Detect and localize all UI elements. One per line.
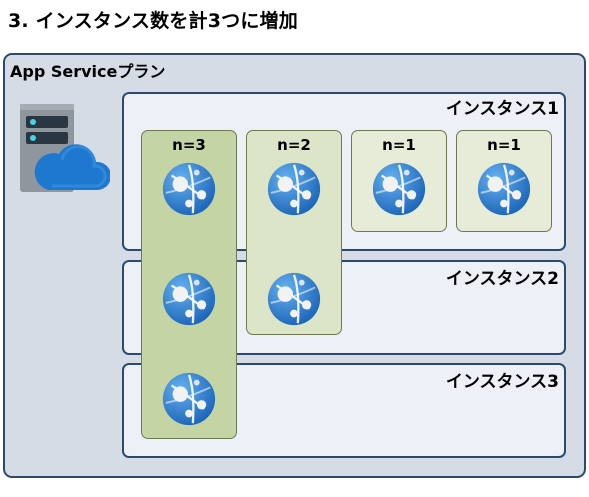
- web-app-icon: [265, 270, 323, 328]
- instance-label-1: インスタンス1: [445, 99, 559, 119]
- web-app-icon: [160, 370, 218, 428]
- web-app-icon: [160, 270, 218, 328]
- web-app-icon: [370, 160, 428, 218]
- app-n2-label: n=2: [277, 136, 311, 154]
- instance-label-3: インスタンス3: [445, 372, 559, 392]
- web-app-icon: [265, 160, 323, 218]
- app-n3-label: n=3: [172, 136, 206, 154]
- app-n1b-label: n=1: [487, 136, 521, 154]
- app-n1a-label: n=1: [382, 136, 416, 154]
- web-app-icon: [475, 160, 533, 218]
- instance-label-2: インスタンス2: [445, 269, 559, 289]
- app-service-plan-icon: [20, 104, 110, 192]
- page-title: 3. インスタンス数を計3つに増加: [8, 10, 298, 32]
- web-app-icon: [160, 160, 218, 218]
- app-service-plan-label: App Serviceプラン: [10, 62, 166, 81]
